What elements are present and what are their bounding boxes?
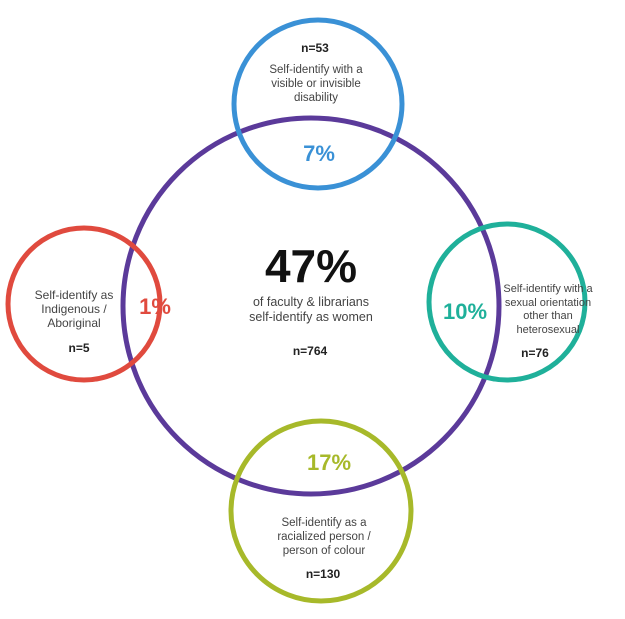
disability-circle	[231, 17, 405, 191]
indigenous-circle	[5, 225, 163, 383]
disability-n: n=53	[301, 41, 329, 55]
sexual-orientation-n: n=76	[521, 346, 549, 360]
sexual-orientation-circle	[426, 221, 588, 383]
women-n: n=764	[292, 344, 328, 358]
racialized-circle	[228, 418, 414, 604]
disability-label: Self-identify with a visible or invisibl…	[269, 64, 363, 104]
racialized-n: n=130	[305, 567, 341, 581]
disability-percent: 7%	[303, 141, 335, 166]
racialized-percent: 17%	[306, 450, 352, 475]
indigenous-label: Self-identify as Indigenous / Aboriginal	[34, 288, 114, 330]
indigenous-n: n=5	[68, 341, 90, 355]
women-percent: 47%	[264, 240, 358, 292]
sexual-orientation-percent: 10%	[442, 299, 488, 324]
indigenous-percent: 1%	[139, 294, 171, 319]
sexual-orientation-label: Self-identify with a sexual orientation …	[503, 283, 593, 336]
women-circle	[120, 115, 502, 497]
women-label: of faculty & librarians self-identify as…	[249, 295, 373, 324]
racialized-label: Self-identify as a racialized person / p…	[277, 517, 371, 557]
